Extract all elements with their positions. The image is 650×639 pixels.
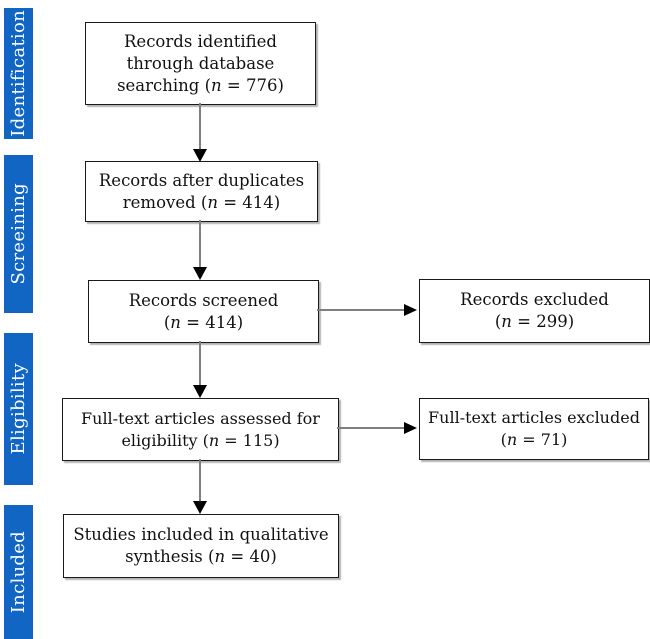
- arrow-line: [199, 103, 201, 149]
- flow-box-fulltext-excluded: Full-text articles excluded (n = 71): [419, 398, 649, 460]
- flow-box-records-excluded: Records excluded (n = 299): [419, 279, 650, 343]
- box-line: eligibility (n = 115): [121, 430, 280, 450]
- box-line: Records excluded: [460, 290, 609, 309]
- arrow-down-icon: [193, 501, 207, 514]
- box-line: Full-text articles assessed for: [81, 408, 320, 428]
- stage-label-eligibility: Eligibility: [8, 363, 29, 455]
- flow-box-records-identified: Records identified through database sear…: [85, 22, 316, 105]
- box-line: (n = 71): [500, 430, 568, 449]
- box-line: Records after duplicates: [98, 170, 305, 190]
- flow-box-studies-included: Studies included in qualitative synthesi…: [63, 514, 339, 578]
- box-line: Records screened: [128, 290, 279, 310]
- arrow-line: [199, 459, 201, 501]
- box-line: (n = 299): [494, 312, 575, 331]
- flow-box-records-after-duplicates: Records after duplicates removed (n = 41…: [85, 161, 318, 222]
- stage-label-included: Included: [8, 530, 29, 614]
- stage-bar-screening: Screeining: [4, 155, 33, 313]
- arrow-line: [337, 427, 405, 429]
- box-line: (n = 414): [163, 312, 244, 332]
- stage-bar-identification: Identification: [4, 8, 33, 139]
- arrow-down-icon: [193, 149, 207, 162]
- box-line: Studies included in qualitative: [73, 525, 329, 544]
- arrow-down-icon: [193, 385, 207, 398]
- stage-bar-eligibility: Eligibility: [4, 333, 33, 485]
- box-line: searching (n = 776): [117, 75, 284, 95]
- stage-bar-included: Included: [4, 505, 33, 639]
- flow-box-records-screened: Records screened (n = 414): [88, 280, 319, 343]
- arrow-line: [199, 220, 201, 267]
- arrow-right-icon: [404, 422, 417, 434]
- box-line: removed (n = 414): [122, 192, 281, 212]
- stage-label-identification: Identification: [8, 10, 29, 137]
- arrow-down-icon: [193, 267, 207, 280]
- arrow-line: [199, 341, 201, 385]
- arrow-right-icon: [404, 304, 417, 316]
- flow-box-fulltext-assessed: Full-text articles assessed for eligibil…: [62, 398, 339, 461]
- box-line: synthesis (n = 40): [125, 547, 277, 566]
- arrow-line: [317, 309, 405, 311]
- box-line: through database: [126, 53, 275, 73]
- stage-label-screening: Screeining: [8, 183, 29, 285]
- box-line: Full-text articles excluded: [428, 408, 640, 427]
- box-line: Records identified: [124, 31, 277, 51]
